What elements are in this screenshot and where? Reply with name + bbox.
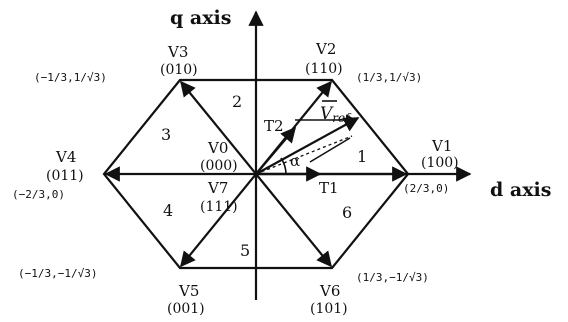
v2-name: V2 xyxy=(315,40,336,58)
v4-name: V4 xyxy=(55,148,76,166)
spoke-v3 xyxy=(180,80,257,175)
v6-coord: (1/3,−1/√3) xyxy=(356,271,429,284)
v0-code: (000) xyxy=(200,158,238,174)
v0-name: V0 xyxy=(207,139,228,157)
alpha-label: α xyxy=(290,152,300,170)
v6-code: (101) xyxy=(310,301,348,317)
t2-arrow xyxy=(255,126,296,175)
v3-code: (010) xyxy=(160,62,198,78)
sector-5-label: 5 xyxy=(240,241,250,260)
v5-name: V5 xyxy=(178,282,199,300)
v3-name: V3 xyxy=(167,43,188,61)
spoke-v5 xyxy=(180,173,257,268)
t1-parallel-line xyxy=(309,137,351,163)
v6-name: V6 xyxy=(319,282,340,300)
sector-1-label: 1 xyxy=(357,147,367,166)
d-axis-label: d axis xyxy=(490,179,551,201)
v5-coord: (−1/3,−1/√3) xyxy=(18,267,97,280)
vref-arrow xyxy=(255,117,360,175)
sector-4-label: 4 xyxy=(163,201,173,220)
v5-code: (001) xyxy=(167,301,205,317)
alpha-arc xyxy=(280,157,287,175)
vector-sum-dashed xyxy=(255,135,353,175)
hexagon-outline xyxy=(102,78,410,270)
v1-name: V1 xyxy=(431,137,452,155)
vref-label: Vref xyxy=(320,104,352,125)
v2-coord: (1/3,1/√3) xyxy=(356,71,422,84)
q-axis-label: q axis xyxy=(170,7,231,29)
v4-coord: (−2/3,0) xyxy=(12,188,65,201)
v3-coord: (−1/3,1/√3) xyxy=(34,71,107,84)
v2-code: (110) xyxy=(305,61,343,77)
sector-6-label: 6 xyxy=(342,203,352,222)
sector-2-label: 2 xyxy=(232,92,242,111)
v7-name: V7 xyxy=(207,179,228,197)
t1-label: T1 xyxy=(319,179,339,197)
t2-label: T2 xyxy=(264,117,284,135)
v1-code: (100) xyxy=(421,155,459,171)
spoke-v6 xyxy=(255,173,332,268)
vref-subscript: ref xyxy=(332,111,352,125)
v7-code: (111) xyxy=(200,199,238,215)
v1-coord: (2/3,0) xyxy=(403,182,449,195)
v4-code: (011) xyxy=(46,168,84,184)
sector-3-label: 3 xyxy=(161,125,171,144)
